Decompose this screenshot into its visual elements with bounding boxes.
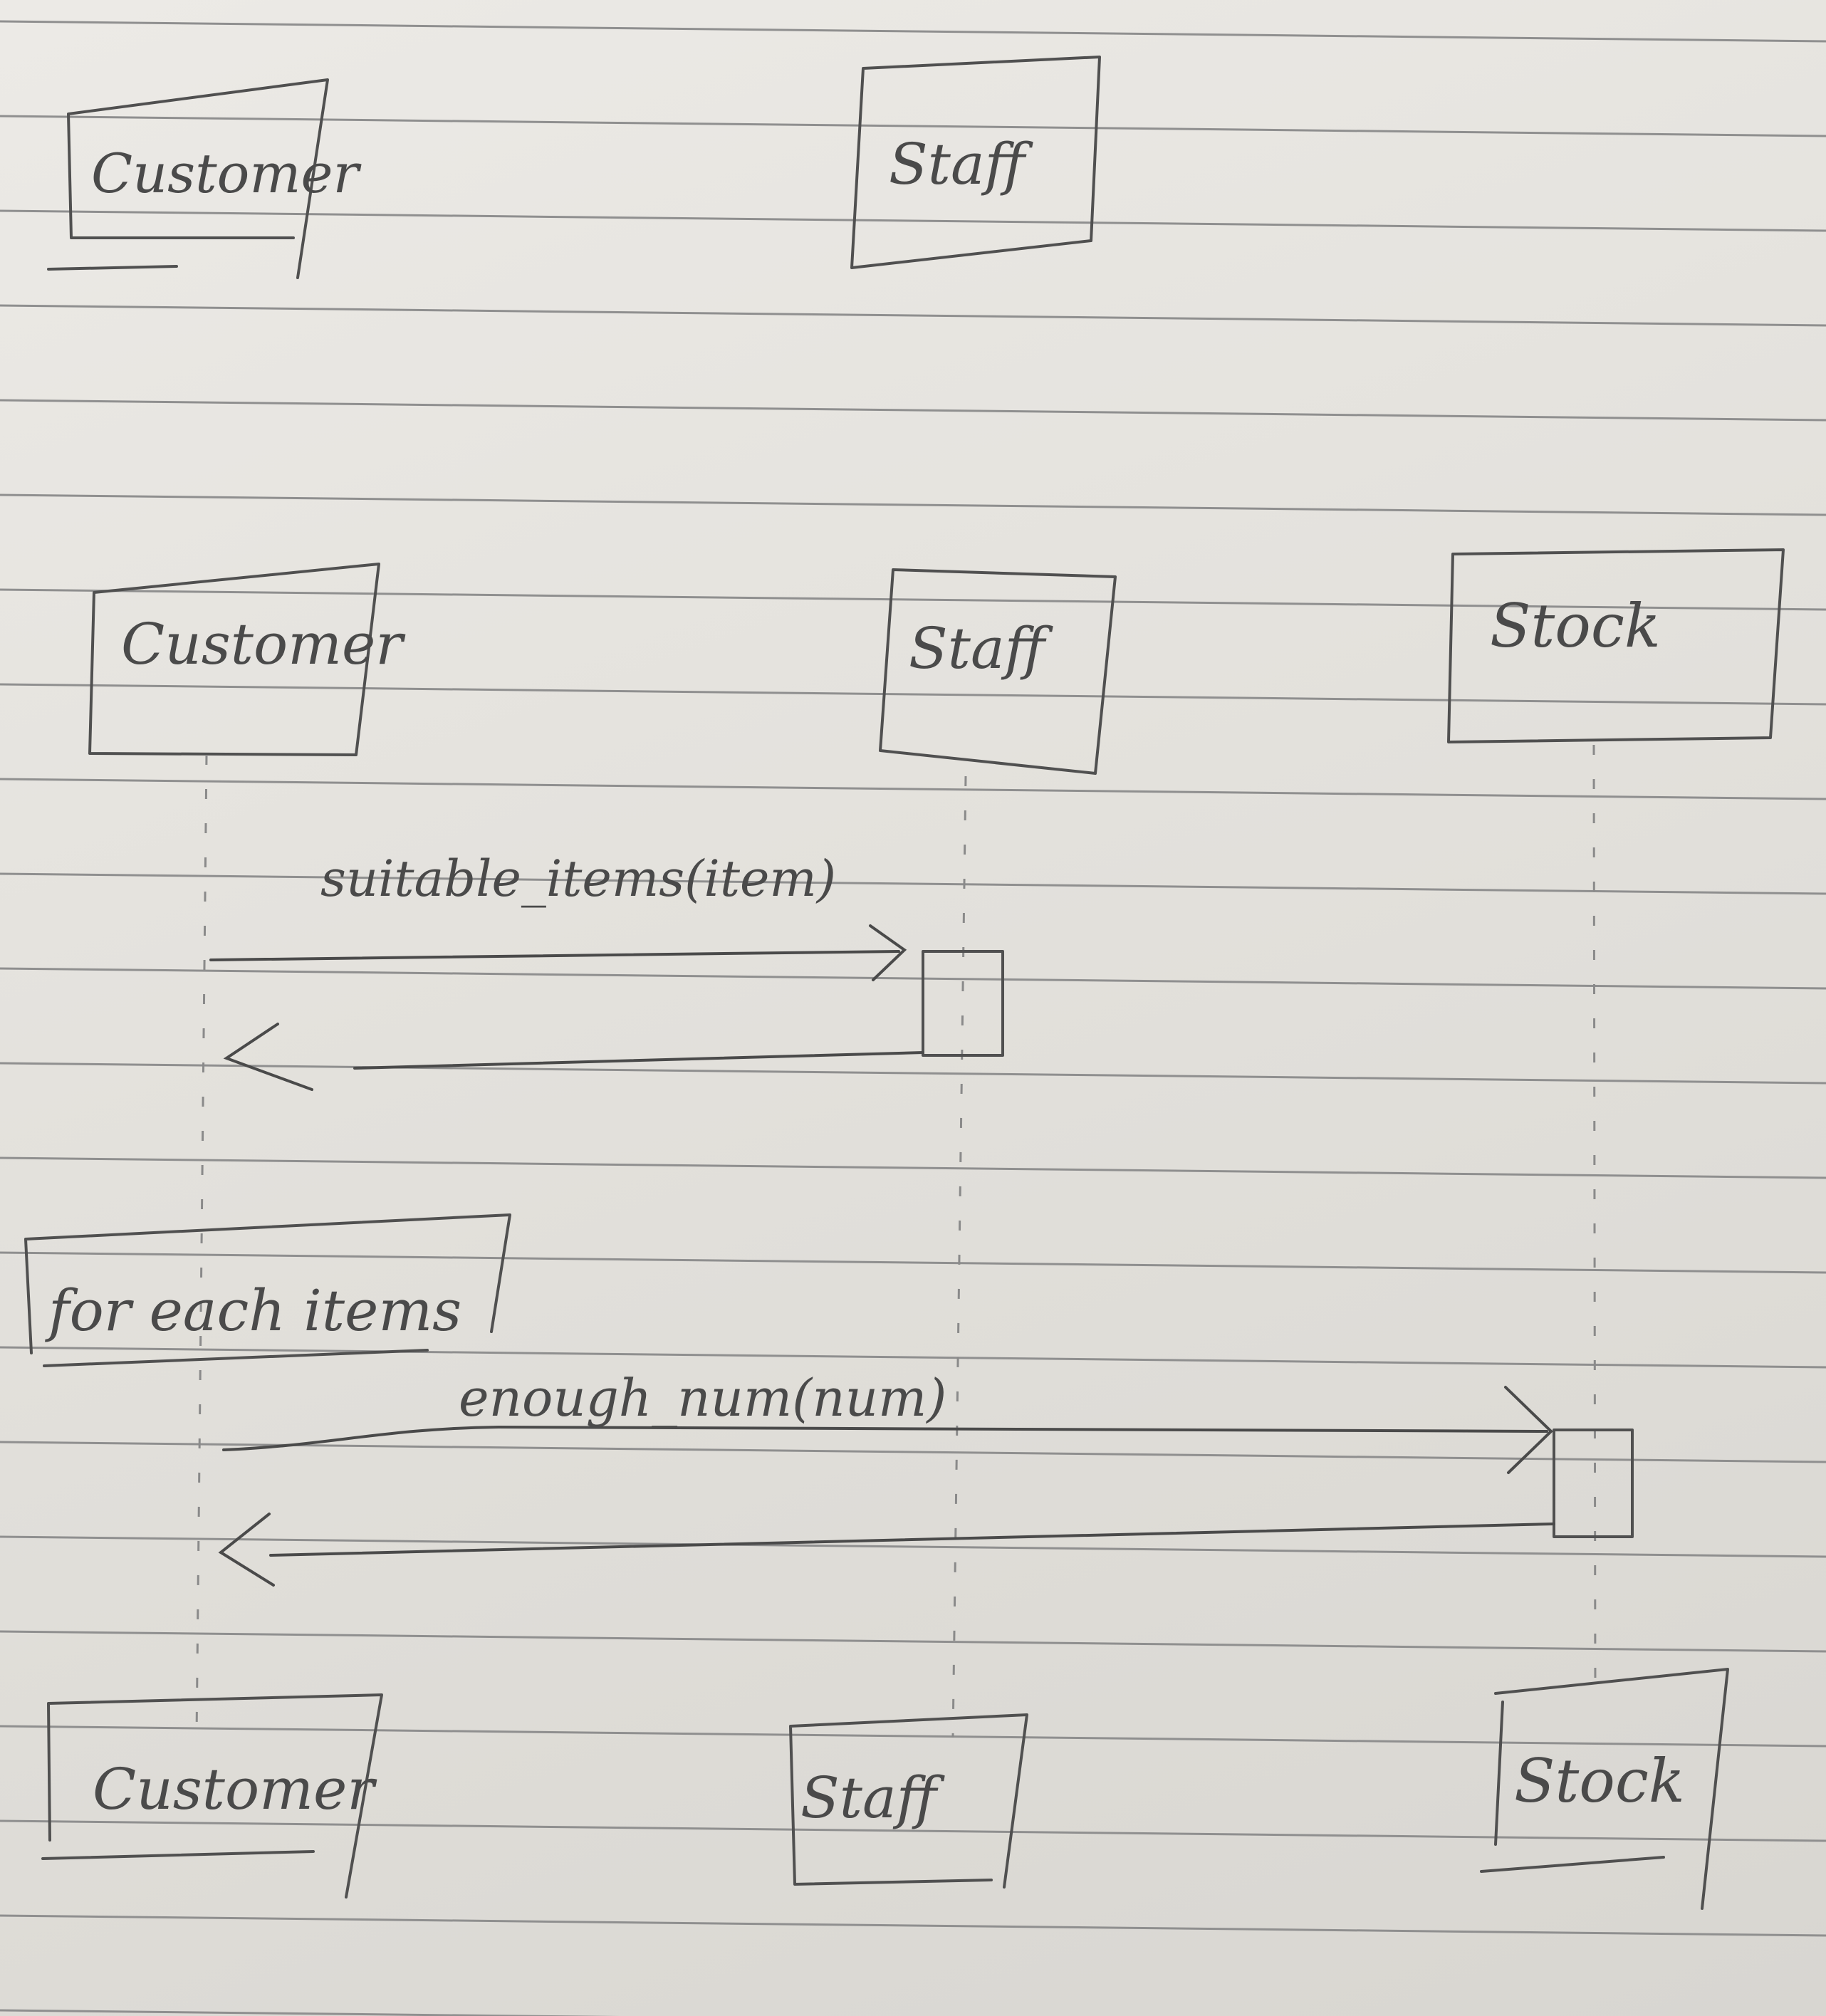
message-label: enough_num(num) <box>459 1368 946 1428</box>
ruled-line <box>0 115 1826 137</box>
ruled-line <box>0 1251 1826 1274</box>
participant-label: Staff <box>909 615 1054 681</box>
lifeline-customer <box>195 754 208 1738</box>
activation-stock <box>1553 1429 1634 1538</box>
participant-customer-top: Customer <box>47 78 362 279</box>
participant-stock-footer: Stock <box>1480 1668 1729 1910</box>
participant-label: Staff <box>889 131 1034 197</box>
message-enough-num: enough_num(num) <box>222 1368 1553 1474</box>
participant-staff: Staff <box>879 568 1117 775</box>
ruled-line <box>0 1156 1826 1179</box>
message-return-staff <box>223 1023 924 1091</box>
participant-label: Stock <box>1514 1746 1685 1816</box>
participant-staff-footer: Staff <box>789 1713 1028 1889</box>
ruled-line <box>0 304 1826 327</box>
ruled-line <box>0 1725 1826 1748</box>
ruled-line <box>0 683 1826 706</box>
ruled-line <box>0 1819 1826 1842</box>
ruled-line <box>0 20 1826 43</box>
lifeline-staff <box>951 775 967 1738</box>
ruled-line <box>0 778 1826 800</box>
ruled-line <box>0 1630 1826 1653</box>
loop-frame: for each items <box>24 1213 511 1367</box>
ruled-line <box>0 1914 1826 1937</box>
participant-customer-footer: Customer <box>41 1693 383 1899</box>
participant-staff-top: Staff <box>850 56 1101 269</box>
message-suitable-items: suitable_items(item) <box>209 850 907 981</box>
ruled-line <box>0 872 1826 895</box>
loop-label: for each items <box>45 1278 461 1344</box>
ruled-line <box>0 1062 1826 1085</box>
activation-staff <box>922 950 1004 1057</box>
participant-label: Customer <box>121 611 406 677</box>
ruled-lines <box>0 20 1826 2016</box>
ruled-line <box>0 399 1826 422</box>
participant-label: Stock <box>1490 591 1661 661</box>
ruled-line <box>0 2009 620 2016</box>
message-return-stock <box>218 1513 1555 1587</box>
ruled-line <box>0 1535 1826 1558</box>
lifeline-stock <box>1592 744 1597 1703</box>
participant-label: Staff <box>800 1765 946 1831</box>
ruled-line <box>0 967 1826 990</box>
ruled-line <box>0 209 1826 232</box>
participant-customer: Customer <box>88 563 406 756</box>
ruled-line <box>0 493 1826 516</box>
participant-label: Customer <box>91 142 362 205</box>
participant-stock: Stock <box>1447 548 1785 743</box>
ruled-line <box>0 1441 1826 1463</box>
message-label: suitable_items(item) <box>320 850 836 908</box>
ruled-line <box>0 588 1826 611</box>
ruled-line <box>0 1346 1826 1369</box>
participant-label: Customer <box>93 1756 377 1822</box>
